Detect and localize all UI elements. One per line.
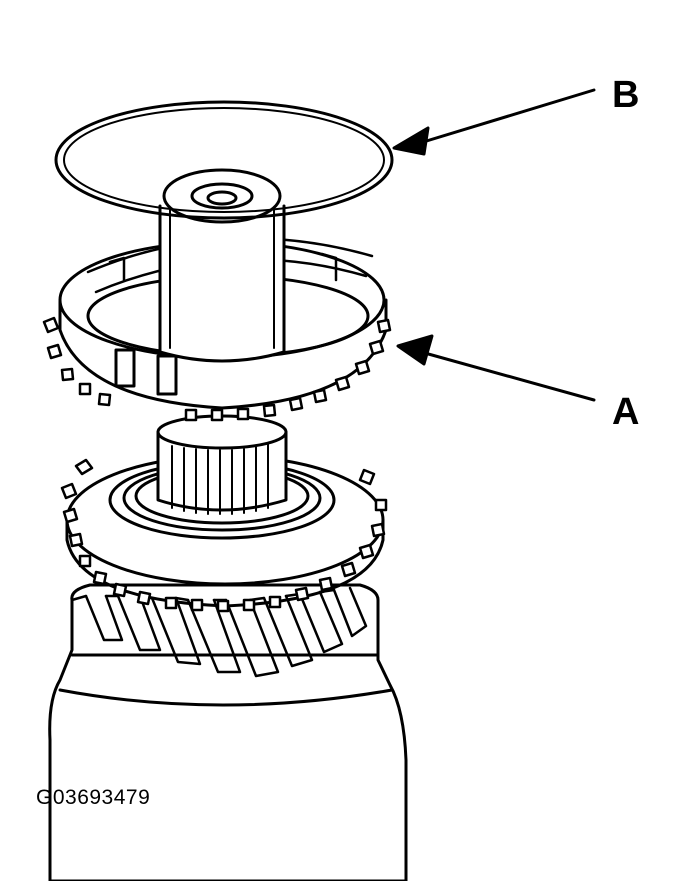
callout-label-a: A — [612, 391, 640, 433]
callout-label-b: B — [612, 74, 640, 116]
shaft-journal — [158, 168, 286, 363]
o-ring — [54, 100, 394, 220]
leader-arrow-a — [396, 334, 596, 402]
lower-gear-flange — [60, 454, 388, 613]
gear-body — [48, 583, 408, 881]
splined-hub — [156, 414, 288, 515]
figure-id: G03693479 — [36, 786, 151, 809]
leader-arrow-b — [392, 88, 596, 156]
